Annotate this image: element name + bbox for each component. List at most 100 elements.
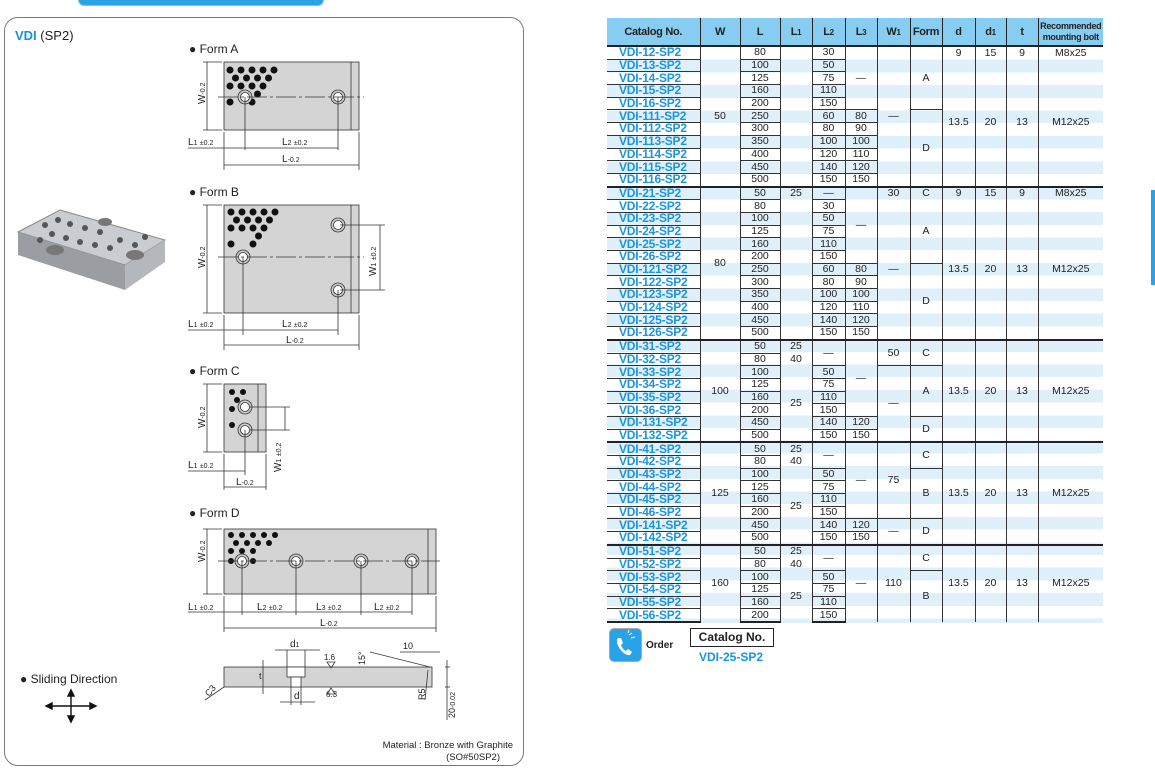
- catalog-no-cell: VDI-44-SP2: [607, 481, 700, 495]
- cell-l3: —: [844, 45, 877, 111]
- cell-l2: 50: [811, 570, 845, 584]
- cell-l2: 100: [811, 288, 845, 302]
- cell-l3: 90: [844, 275, 877, 290]
- catalog-no-cell: VDI-42-SP2: [607, 455, 700, 469]
- cell-w1: 110: [876, 543, 910, 622]
- svg-text:20-0.02: 20-0.02: [447, 692, 457, 718]
- cell-l: 300: [739, 122, 780, 136]
- svg-text:L-0.2: L-0.2: [320, 618, 338, 629]
- cell-l: 250: [739, 109, 780, 124]
- column-header: W1: [876, 18, 910, 47]
- cell-l2: 140: [811, 518, 845, 533]
- drawing-panel: [4, 17, 524, 766]
- cell-l2: 150: [811, 429, 845, 443]
- sliding-direction-label: ● Sliding Direction: [20, 672, 118, 686]
- column-header: L1: [779, 18, 812, 47]
- svg-text:1.6: 1.6: [324, 653, 336, 662]
- cell-l3: 80: [844, 109, 877, 124]
- cell-l: 125: [739, 583, 780, 597]
- cell-l: 160: [739, 596, 780, 610]
- catalog-no-cell: VDI-142-SP2: [607, 531, 700, 546]
- material-code: (SO#50SP2): [446, 752, 500, 763]
- cell-l2: 60: [811, 109, 845, 124]
- cell-l: 100: [739, 212, 780, 226]
- catalog-no-cell: VDI-114-SP2: [607, 148, 700, 162]
- cell-l2: 150: [811, 250, 845, 264]
- cell-form: D: [909, 416, 942, 443]
- order-example-catalog-no: VDI-25-SP2: [699, 650, 764, 664]
- cell-w1: —: [876, 518, 910, 545]
- cell-form: D: [909, 109, 942, 187]
- cell-l3: 150: [844, 429, 877, 443]
- catalog-no-box: Catalog No.: [690, 628, 774, 647]
- column-header: Form: [909, 18, 942, 47]
- technical-drawings: W-0.2 L1 ±0.2 L2 ±0.2 L-0.2 W-0.2 W1 ±0.…: [16, 61, 457, 724]
- catalog-no-cell: VDI-15-SP2: [607, 85, 700, 98]
- cell-recommended-mounting-bolt: M8x25: [1037, 44, 1103, 60]
- svg-text:L1 ±0.2: L1 ±0.2: [188, 137, 214, 148]
- column-header: Recommended mounting bolt: [1037, 18, 1103, 47]
- cell-l2: 150: [811, 531, 845, 546]
- cell-form: C: [909, 441, 942, 469]
- cell-l3: —: [844, 185, 877, 264]
- catalog-no-cell: VDI-52-SP2: [607, 558, 700, 572]
- cell-l2: 75: [811, 71, 845, 86]
- svg-text:L1 ±0.2: L1 ±0.2: [188, 602, 214, 613]
- cell-l: 100: [739, 59, 780, 73]
- cell-d: 13.5: [941, 338, 975, 443]
- cell-t: 13: [1005, 199, 1038, 340]
- form-b-drawing: [188, 204, 385, 350]
- svg-text:L2 ±0.2: L2 ±0.2: [374, 602, 400, 613]
- cell-l3: 120: [844, 518, 877, 533]
- catalog-no-cell: VDI-26-SP2: [607, 250, 700, 264]
- cell-l3: 100: [844, 135, 877, 149]
- svg-text:L-0.2: L-0.2: [236, 477, 254, 488]
- catalog-no-cell: VDI-46-SP2: [607, 506, 700, 520]
- cell-t: 9: [1005, 44, 1038, 60]
- cell-l1: 40: [779, 558, 812, 571]
- cell-l2: 150: [811, 97, 845, 111]
- product-photo: [16, 209, 167, 290]
- cell-l2: 140: [811, 313, 845, 328]
- column-header: d: [941, 18, 975, 47]
- catalog-no-cell: VDI-41-SP2: [607, 441, 700, 457]
- cell-l: 125: [739, 225, 780, 239]
- cell-l3: 80: [844, 263, 877, 277]
- column-header: L2: [811, 18, 845, 47]
- catalog-no-cell: VDI-33-SP2: [607, 366, 700, 379]
- cell-d1: 15: [974, 44, 1006, 60]
- cell-l2: 50: [811, 212, 845, 226]
- catalog-no-cell: VDI-122-SP2: [607, 276, 700, 290]
- catalog-no-cell: VDI-32-SP2: [607, 353, 700, 367]
- svg-text:10: 10: [403, 641, 413, 651]
- cell-w: 160: [699, 543, 740, 622]
- cell-form: D: [909, 263, 942, 340]
- cell-l2: 50: [811, 365, 845, 379]
- column-header: W: [699, 18, 740, 47]
- cell-recommended-mounting-bolt: M12x25: [1037, 199, 1103, 340]
- cell-l: 200: [739, 97, 780, 111]
- cell-form: B: [909, 468, 942, 520]
- form-a-label: ● Form A: [189, 42, 239, 56]
- form-b-label: ● Form B: [189, 185, 239, 199]
- cell-l3: 120: [844, 313, 877, 328]
- column-header: Catalog No.: [607, 18, 700, 47]
- cell-l: 500: [739, 326, 780, 341]
- cell-l1: [779, 45, 812, 187]
- catalog-no-cell: VDI-24-SP2: [607, 225, 700, 239]
- svg-text:L2 ±0.2: L2 ±0.2: [257, 602, 283, 613]
- svg-text:d: d: [294, 691, 300, 702]
- cell-l1: [779, 199, 812, 340]
- cell-l2: 50: [811, 468, 845, 482]
